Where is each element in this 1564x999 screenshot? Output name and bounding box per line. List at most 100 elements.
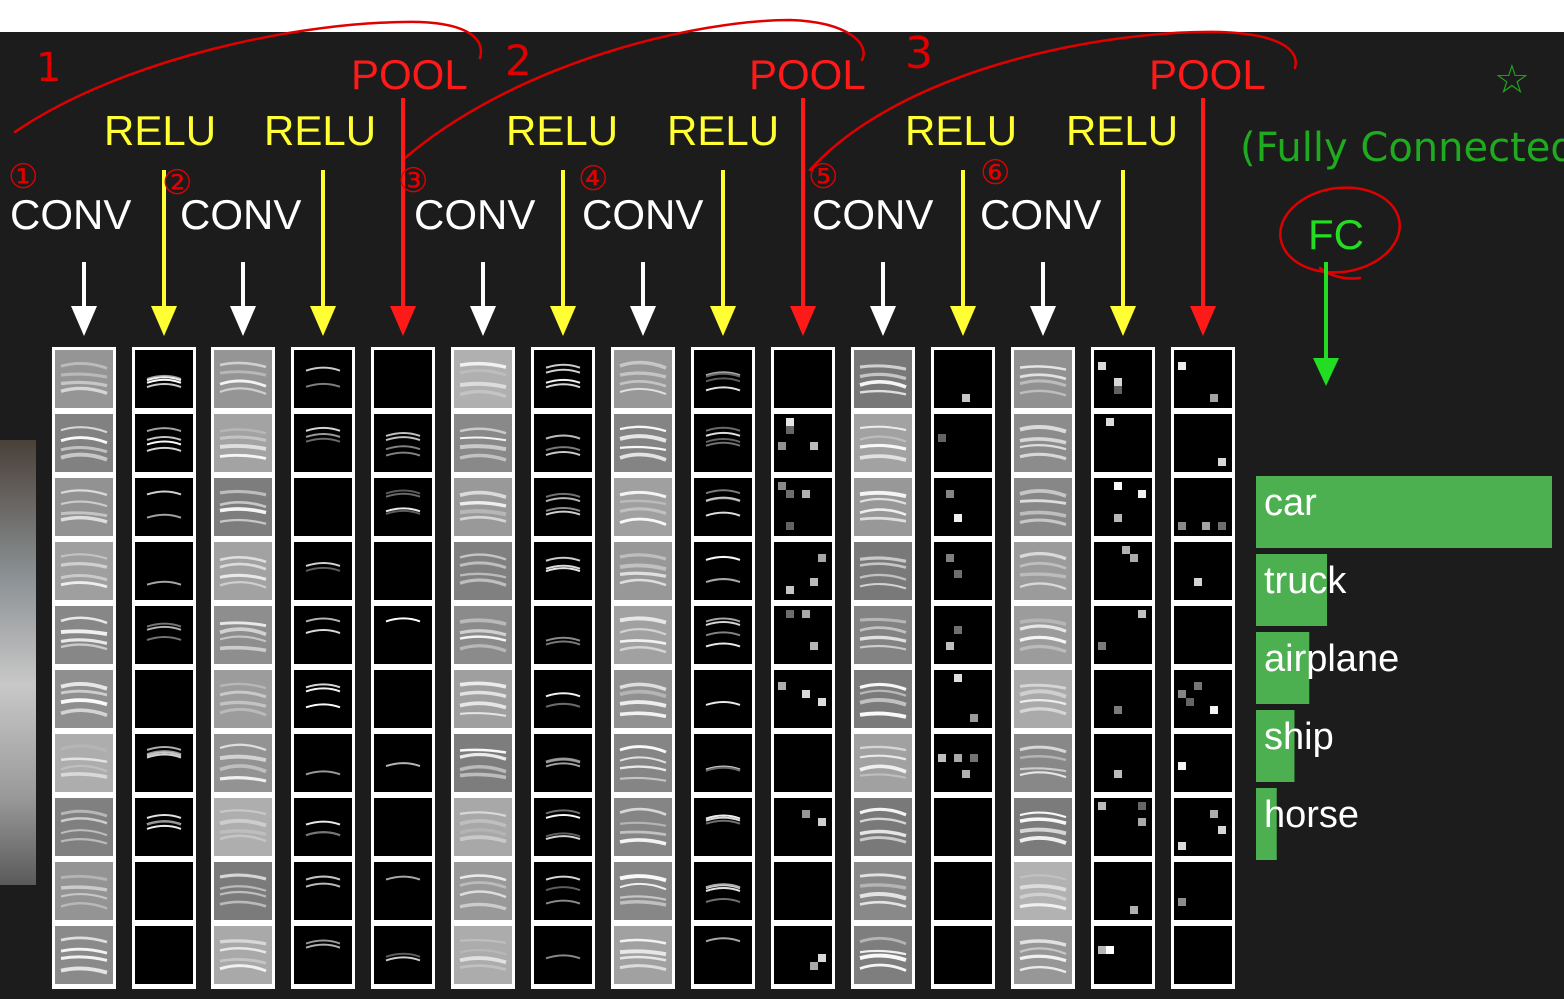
feature-map-cell [614, 670, 672, 728]
relu-label-5: RELU [905, 107, 1018, 154]
feature-map-cell [614, 734, 672, 792]
feature-map-cell [1094, 926, 1152, 984]
feature-map-cell [614, 606, 672, 664]
feature-map-cell [294, 734, 352, 792]
feature-map-cell [1014, 478, 1072, 536]
feature-map-cell [614, 798, 672, 856]
feature-map-cell [934, 862, 992, 920]
relu-label-3: RELU [506, 107, 619, 154]
feature-map-cell [214, 350, 272, 408]
conv-arrowhead-3 [230, 306, 256, 336]
feature-map-cell [294, 350, 352, 408]
feature-map-cell [454, 798, 512, 856]
conv-arrowhead-1 [71, 306, 97, 336]
feature-map-cell [294, 862, 352, 920]
pool-label-1: POOL [351, 51, 468, 98]
relu-arrowhead-2 [151, 306, 177, 336]
conv-label-6: CONV [980, 191, 1102, 238]
feature-map-column-5 [371, 347, 435, 989]
score-bar-horse [1256, 788, 1277, 860]
feature-map-column-4 [291, 347, 355, 989]
conv-index-2: ② [162, 163, 193, 203]
feature-map-cell [55, 734, 113, 792]
feature-map-cell [694, 798, 752, 856]
feature-map-column-13 [1011, 347, 1075, 989]
feature-map-cell [934, 670, 992, 728]
relu-label-2: RELU [264, 107, 377, 154]
feature-map-column-10 [771, 347, 835, 989]
score-bar-truck [1256, 554, 1328, 626]
feature-map-cell [1014, 862, 1072, 920]
group-3-note: 3 [905, 28, 933, 79]
feature-map-cell [1094, 350, 1152, 408]
relu-arrowhead-9 [710, 306, 736, 336]
feature-map-column-1 [52, 347, 116, 989]
feature-map-cell [534, 670, 592, 728]
class-label-truck: truck [1264, 560, 1347, 602]
feature-map-cell [614, 542, 672, 600]
feature-map-cell [1014, 670, 1072, 728]
feature-map-cell [774, 798, 832, 856]
feature-map-cell [454, 478, 512, 536]
feature-map-cell [614, 350, 672, 408]
feature-map-cell [614, 478, 672, 536]
feature-map-cell [934, 926, 992, 984]
feature-map-column-3 [211, 347, 275, 989]
feature-map-cell [374, 926, 432, 984]
feature-map-column-9 [691, 347, 755, 989]
feature-map-cell [774, 734, 832, 792]
fc-arrowhead [1313, 358, 1339, 386]
feature-map-cell [534, 414, 592, 472]
conv-index-5: ⑤ [808, 157, 839, 197]
feature-map-cell [854, 542, 912, 600]
feature-map-cell [934, 542, 992, 600]
feature-map-column-14 [1091, 347, 1155, 989]
feature-map-cell [374, 862, 432, 920]
conv-label-5: CONV [812, 191, 934, 238]
feature-map-cell [1174, 350, 1232, 408]
feature-map-cell [854, 862, 912, 920]
feature-map-cell [214, 414, 272, 472]
feature-map-cell [694, 862, 752, 920]
conv-index-6: ⑥ [980, 153, 1011, 193]
feature-map-cell [934, 414, 992, 472]
feature-map-cell [614, 862, 672, 920]
conv-arrowhead-13 [1030, 306, 1056, 336]
score-bar-ship [1256, 710, 1295, 782]
class-label-horse: horse [1264, 794, 1360, 836]
feature-map-column-7 [531, 347, 595, 989]
feature-map-cell [934, 478, 992, 536]
feature-map-cell [854, 414, 912, 472]
conv-label-2: CONV [180, 191, 302, 238]
class-label-car: car [1264, 482, 1317, 524]
pool-arrowhead-5 [390, 306, 416, 336]
feature-map-cell [694, 670, 752, 728]
feature-map-cell [55, 542, 113, 600]
fc-note: (Fully Connected) [1240, 125, 1564, 171]
feature-map-cell [294, 606, 352, 664]
feature-map-cell [135, 926, 193, 984]
feature-map-cell [374, 670, 432, 728]
relu-label-6: RELU [1066, 107, 1179, 154]
relu-arrowhead-7 [550, 306, 576, 336]
feature-map-cell [214, 798, 272, 856]
feature-map-cell [454, 350, 512, 408]
feature-map-cell [534, 798, 592, 856]
feature-map-cell [934, 734, 992, 792]
star-icon: ☆ [1494, 57, 1530, 103]
feature-map-cell [294, 542, 352, 600]
feature-map-cell [294, 926, 352, 984]
feature-map-cell [454, 734, 512, 792]
feature-map-cell [1174, 926, 1232, 984]
relu-label-1: RELU [104, 107, 217, 154]
pool-arrowhead-15 [1190, 306, 1216, 336]
feature-map-cell [135, 478, 193, 536]
score-bar-airplane [1256, 632, 1310, 704]
feature-map-cell [294, 478, 352, 536]
group-1-bracket [13, 20, 483, 134]
conv-label-1: CONV [10, 191, 132, 238]
feature-map-cell [774, 350, 832, 408]
relu-label-4: RELU [667, 107, 780, 154]
feature-map-cell [454, 414, 512, 472]
group-2-note: 2 [505, 36, 532, 85]
